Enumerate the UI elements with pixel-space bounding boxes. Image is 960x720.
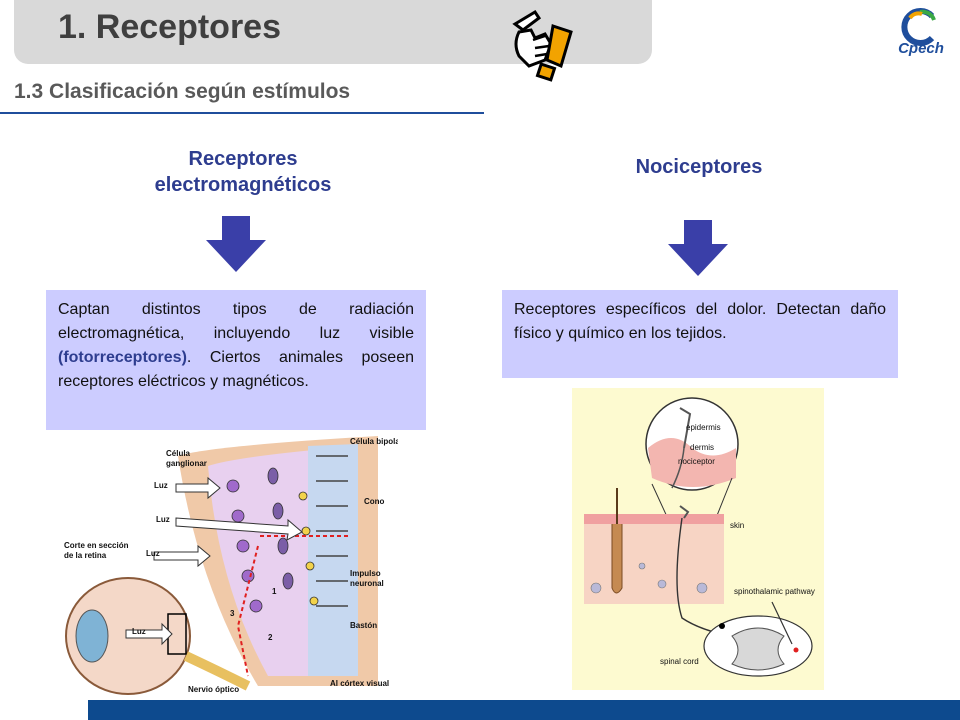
section-subtitle: 1.3 Clasificación según estímulos bbox=[14, 80, 351, 103]
label-luz-1: Luz bbox=[154, 481, 168, 490]
description-text-end: . Ciertos animales poseen receptores elé… bbox=[58, 349, 414, 390]
label-nervio-optico: Nervio óptico bbox=[188, 685, 239, 694]
description-highlight: (fotorreceptores) bbox=[58, 349, 187, 366]
subtitle-divider bbox=[0, 112, 484, 114]
impulse-path bbox=[236, 535, 348, 677]
pathway-dot bbox=[793, 647, 799, 653]
nerve-ending bbox=[671, 447, 685, 489]
description-nociceptores: Receptores específicos del dolor. Detect… bbox=[502, 290, 898, 378]
heading-line-2: electromagnéticos bbox=[154, 174, 332, 196]
label-celula-ganglionar-2: ganglionar bbox=[166, 459, 207, 468]
tissue-dots bbox=[590, 562, 708, 594]
page-title: 1. Receptores bbox=[58, 8, 281, 46]
label-luz-2: Luz bbox=[156, 515, 170, 524]
label-celula-bipolar: Célula bipolar bbox=[350, 437, 398, 446]
label-luz-3: Luz bbox=[146, 549, 160, 558]
hair-follicle bbox=[611, 524, 623, 594]
cone-cells bbox=[316, 455, 348, 607]
label-luz-4: Luz bbox=[132, 627, 146, 636]
ganglion-cells bbox=[226, 479, 263, 613]
rod-cells bbox=[298, 491, 319, 606]
skin-pin bbox=[679, 505, 690, 519]
label-num-3: 3 bbox=[230, 609, 235, 618]
label-dermis: dermis bbox=[690, 443, 714, 452]
label-spinal-cord: spinal cord bbox=[660, 657, 699, 666]
epidermis-band bbox=[584, 514, 724, 524]
heading-line-1: Nociceptores bbox=[635, 156, 763, 178]
label-cortex-visual: Al córtex visual bbox=[330, 679, 389, 688]
label-epidermis: epidermis bbox=[686, 423, 721, 432]
spinothalamic-line bbox=[771, 601, 793, 645]
label-num-1: 1 bbox=[272, 587, 277, 596]
description-text: Captan distintos tipos de radiación elec… bbox=[58, 301, 414, 342]
description-electromagneticos: Captan distintos tipos de radiación elec… bbox=[46, 290, 426, 430]
label-corte-2: de la retina bbox=[64, 551, 107, 560]
label-baston: Bastón bbox=[350, 621, 377, 630]
heading-nociceptores: Nociceptores bbox=[540, 154, 858, 180]
label-nociceptor: nociceptor bbox=[678, 457, 715, 466]
iris-shape bbox=[75, 609, 109, 663]
down-arrow-icon bbox=[668, 220, 728, 276]
gray-matter bbox=[731, 627, 785, 671]
title-bar: 1. Receptores bbox=[14, 0, 652, 64]
synapse-dot bbox=[719, 623, 725, 629]
bipolar-cells bbox=[267, 467, 294, 590]
label-celula-ganglionar-1: Célula bbox=[166, 449, 191, 458]
label-skin: skin bbox=[730, 521, 744, 530]
light-arrows bbox=[125, 476, 303, 646]
label-impulso-1: Impulso bbox=[350, 569, 381, 578]
pointing-hand-exclamation-icon bbox=[512, 9, 573, 82]
photoreceptor-layer bbox=[308, 444, 358, 676]
magnified-skin bbox=[648, 438, 736, 487]
down-arrow-icon bbox=[206, 216, 266, 272]
nociceptor-diagram: epidermis dermis nociceptor skin spinoth… bbox=[572, 388, 824, 690]
description-text: Receptores específicos del dolor. Detect… bbox=[514, 301, 886, 342]
label-spinothalamic: spinothalamic pathway bbox=[734, 587, 815, 596]
retina-diagram: Célula bipolar Célula ganglionar Luz Luz… bbox=[58, 436, 398, 696]
pin-shape bbox=[679, 407, 692, 449]
optic-nerve-shape bbox=[183, 651, 251, 691]
label-cono: Cono bbox=[364, 497, 385, 506]
heading-electromagneticos: Receptores electromagnéticos bbox=[86, 146, 400, 198]
footer-bar bbox=[88, 700, 960, 720]
heading-line-1: Receptores bbox=[188, 148, 298, 170]
logo-text: Cpech bbox=[898, 40, 944, 57]
cpech-logo: Cpech bbox=[890, 6, 952, 66]
label-impulso-2: neuronal bbox=[350, 579, 384, 588]
label-num-2: 2 bbox=[268, 633, 273, 642]
cpech-logo-mark bbox=[901, 8, 936, 46]
label-corte-1: Corte en sección bbox=[64, 541, 129, 550]
